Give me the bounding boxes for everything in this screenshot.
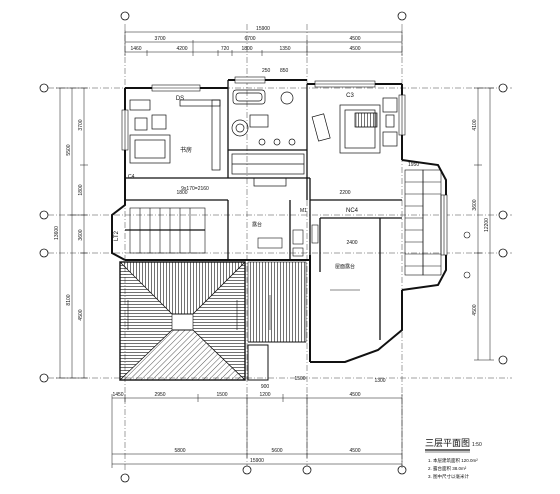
dim-bot-2: 2950 <box>154 392 165 398</box>
dim-bot-1: 1450 <box>112 392 123 398</box>
note-1: 1. 本层建筑面积 120.0m² <box>428 457 478 464</box>
dim-right-total: 12200 <box>484 218 490 232</box>
dim-top-c5: 1350 <box>279 46 290 52</box>
dim-top-c4: 1800 <box>241 46 252 52</box>
note-2: 2. 露台面积 38.0m² <box>428 465 467 472</box>
dim-right-3: 4500 <box>472 304 478 315</box>
room-label-bedroom: C3 <box>346 93 354 99</box>
dimension-lines-right <box>474 87 494 361</box>
window-tag: C4 <box>128 174 135 180</box>
dim-misc-4: 2400 <box>346 240 357 246</box>
dim-left-t1: 5500 <box>66 144 72 155</box>
dim-right-1: 4100 <box>472 119 478 130</box>
dim-bot-t1: 5800 <box>174 448 185 454</box>
dim-misc-1: 1800 <box>176 190 187 196</box>
door-tag: M1 <box>300 208 307 214</box>
dim-top-3: 4500 <box>349 36 360 42</box>
label-library: 书房 <box>180 146 192 154</box>
label-roof-terrace: 屋面露台 <box>335 263 355 270</box>
dim-misc-6: 1300 <box>374 378 385 384</box>
dim-left-total: 13600 <box>54 226 60 240</box>
drawing-title: 三层平面图 <box>425 438 470 448</box>
dim-left-t2: 8100 <box>66 294 72 305</box>
bed-pillow-hatch <box>355 112 377 128</box>
windows <box>121 76 448 256</box>
dim-left-2: 1800 <box>78 184 84 195</box>
dim-misc-5: 1500 <box>294 376 305 382</box>
note-3: 3. 图中尺寸以毫米计 <box>428 473 470 480</box>
dim-top-inner-1: 1950 <box>408 162 419 168</box>
right-stair <box>404 169 442 276</box>
dim-top-1: 3700 <box>154 36 165 42</box>
room-label-closet: NC4 <box>346 208 359 214</box>
dimension-lines-bottom <box>111 394 403 468</box>
dimension-lines-top <box>124 30 403 56</box>
roof-markers <box>127 231 471 330</box>
room-label-study: DS <box>176 96 184 102</box>
dim-bot-total: 15900 <box>250 458 264 464</box>
dim-bot-5: 4500 <box>349 392 360 398</box>
dim-bot-t2: 5600 <box>271 448 282 454</box>
dim-top-c3: 720 <box>221 46 230 52</box>
dim-bot-4: 1200 <box>259 392 270 398</box>
dim-left-1: 3700 <box>78 119 84 130</box>
dim-top-inner-3: 850 <box>280 68 289 74</box>
dim-left-4: 4500 <box>78 309 84 320</box>
label-terrace-small: 露台 <box>252 221 262 228</box>
lower-roof <box>119 261 307 381</box>
dim-misc-2: 2200 <box>339 190 350 196</box>
dim-bot-3: 1500 <box>216 392 227 398</box>
title-block: 三层平面图 1:50 1. 本层建筑面积 120.0m² 2. 露台面积 38.… <box>425 438 482 480</box>
dim-misc-3: 900 <box>261 384 270 390</box>
dim-bot-t3: 4500 <box>349 448 360 454</box>
dim-left-3: 3600 <box>78 229 84 240</box>
dim-top-inner-2: 250 <box>262 68 271 74</box>
dimension-lines-left <box>56 87 88 379</box>
dim-top-c6: 4500 <box>349 46 360 52</box>
room-label-stair: LT2 <box>114 230 120 241</box>
beam-annotation: 9x170=2160 <box>181 186 209 192</box>
left-stair <box>125 207 206 254</box>
dim-top-total: 15900 <box>256 26 270 32</box>
living-items <box>257 224 319 257</box>
drawing-scale: 1:50 <box>472 442 482 448</box>
bedroom-furniture <box>311 97 398 154</box>
dim-top-2: 6700 <box>244 36 255 42</box>
dim-top-c2: 4200 <box>176 46 187 52</box>
dim-top-c1: 1460 <box>130 46 141 52</box>
study-furniture <box>129 99 221 171</box>
bathroom-fixtures <box>231 89 305 187</box>
dim-right-2: 3600 <box>472 199 478 210</box>
axis-bubbles <box>39 11 508 483</box>
